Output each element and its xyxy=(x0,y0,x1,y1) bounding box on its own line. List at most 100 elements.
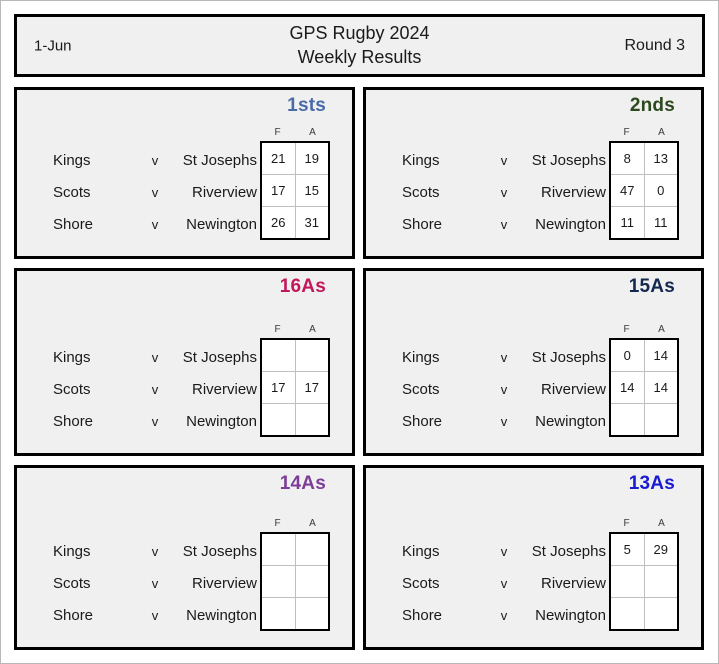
score-cell-for[interactable]: 14 xyxy=(611,372,645,403)
away-team-label: St Josephs xyxy=(182,151,257,169)
away-team-label: St Josephs xyxy=(182,348,257,366)
versus-label: v xyxy=(151,184,159,200)
column-header-against: A xyxy=(658,324,665,335)
away-team-label: Newington xyxy=(535,606,606,624)
home-team-label: Scots xyxy=(402,574,440,592)
column-header-against: A xyxy=(658,518,665,529)
away-team-label: Riverview xyxy=(540,183,606,201)
score-cell-against[interactable] xyxy=(645,598,678,629)
score-cell-for[interactable]: 11 xyxy=(611,207,645,238)
score-cell-for[interactable] xyxy=(262,340,296,371)
away-team-label: Newington xyxy=(186,412,257,430)
score-cell-against[interactable] xyxy=(296,534,329,565)
score-cell-against[interactable] xyxy=(296,404,329,435)
score-cell-against[interactable]: 15 xyxy=(304,183,319,198)
score-cell-for[interactable]: 5 xyxy=(611,534,645,565)
score-cell-against[interactable] xyxy=(645,404,678,435)
versus-label: v xyxy=(500,543,508,559)
home-team-label: Shore xyxy=(402,606,443,624)
score-row xyxy=(611,598,677,629)
score-cell-for[interactable]: 21 xyxy=(262,143,296,174)
away-team-label: Riverview xyxy=(191,380,257,398)
score-row xyxy=(262,404,328,435)
versus-label: v xyxy=(500,184,508,200)
versus-label: v xyxy=(151,543,159,559)
score-row: 14 14 xyxy=(611,372,677,404)
score-cell-for[interactable] xyxy=(611,598,645,629)
score-cell-for[interactable] xyxy=(611,404,645,435)
away-team-label: St Josephs xyxy=(182,542,257,560)
away-team-label: Riverview xyxy=(540,380,606,398)
home-team-label: Kings xyxy=(53,542,91,560)
score-cell-for[interactable]: 17 xyxy=(262,175,296,206)
away-team-label: Newington xyxy=(186,606,257,624)
score-cell-against[interactable]: 11 xyxy=(654,215,668,230)
header-center-block: GPS Rugby 2024 Weekly Results xyxy=(17,22,702,70)
versus-label: v xyxy=(500,575,508,591)
score-row xyxy=(611,566,677,598)
score-cell-for[interactable]: 0 xyxy=(611,340,645,371)
versus-label: v xyxy=(151,381,159,397)
home-team-label: Kings xyxy=(402,151,440,169)
score-cell-for[interactable] xyxy=(262,404,296,435)
grade-title: 13As xyxy=(628,473,675,494)
score-cell-against[interactable]: 14 xyxy=(653,380,668,395)
score-cell-against[interactable]: 31 xyxy=(304,215,319,230)
versus-label: v xyxy=(151,413,159,429)
score-cell-against[interactable]: 29 xyxy=(653,542,668,557)
score-cell-against[interactable] xyxy=(296,340,329,371)
score-cell-for[interactable] xyxy=(262,566,296,597)
score-cell-for[interactable] xyxy=(262,598,296,629)
score-cell-against[interactable] xyxy=(645,566,678,597)
score-cell-against[interactable]: 14 xyxy=(653,348,668,363)
score-cell-for[interactable]: 26 xyxy=(262,207,296,238)
fixture-row: Kings v St Josephs xyxy=(390,535,606,567)
score-row xyxy=(262,534,328,566)
column-header-against: A xyxy=(309,324,316,335)
versus-label: v xyxy=(500,152,508,168)
score-cell-against[interactable]: 0 xyxy=(657,183,665,198)
home-team-label: Scots xyxy=(402,183,440,201)
score-row: 5 29 xyxy=(611,534,677,566)
away-team-label: Riverview xyxy=(191,574,257,592)
score-cell-against[interactable]: 13 xyxy=(653,151,668,166)
grade-title: 14As xyxy=(279,473,326,494)
score-cell-against[interactable]: 19 xyxy=(304,151,319,166)
score-cell-for[interactable]: 8 xyxy=(611,143,645,174)
home-team-label: Scots xyxy=(402,380,440,398)
away-team-label: Newington xyxy=(535,412,606,430)
away-team-label: St Josephs xyxy=(531,542,606,560)
score-cell-against[interactable] xyxy=(296,566,329,597)
fixture-row: Scots v Riverview xyxy=(390,176,606,208)
score-cell-for[interactable] xyxy=(262,534,296,565)
home-team-label: Kings xyxy=(402,542,440,560)
score-row: 0 14 xyxy=(611,340,677,372)
score-cell-against[interactable]: 17 xyxy=(304,380,319,395)
score-cell-for[interactable]: 17 xyxy=(262,372,296,403)
score-row xyxy=(262,566,328,598)
score-cell-against[interactable] xyxy=(296,598,329,629)
versus-label: v xyxy=(151,152,159,168)
score-cell-for[interactable]: 47 xyxy=(611,175,645,206)
grade-title: 1sts xyxy=(287,95,326,116)
away-team-label: Newington xyxy=(186,215,257,233)
score-cell-for[interactable] xyxy=(611,566,645,597)
